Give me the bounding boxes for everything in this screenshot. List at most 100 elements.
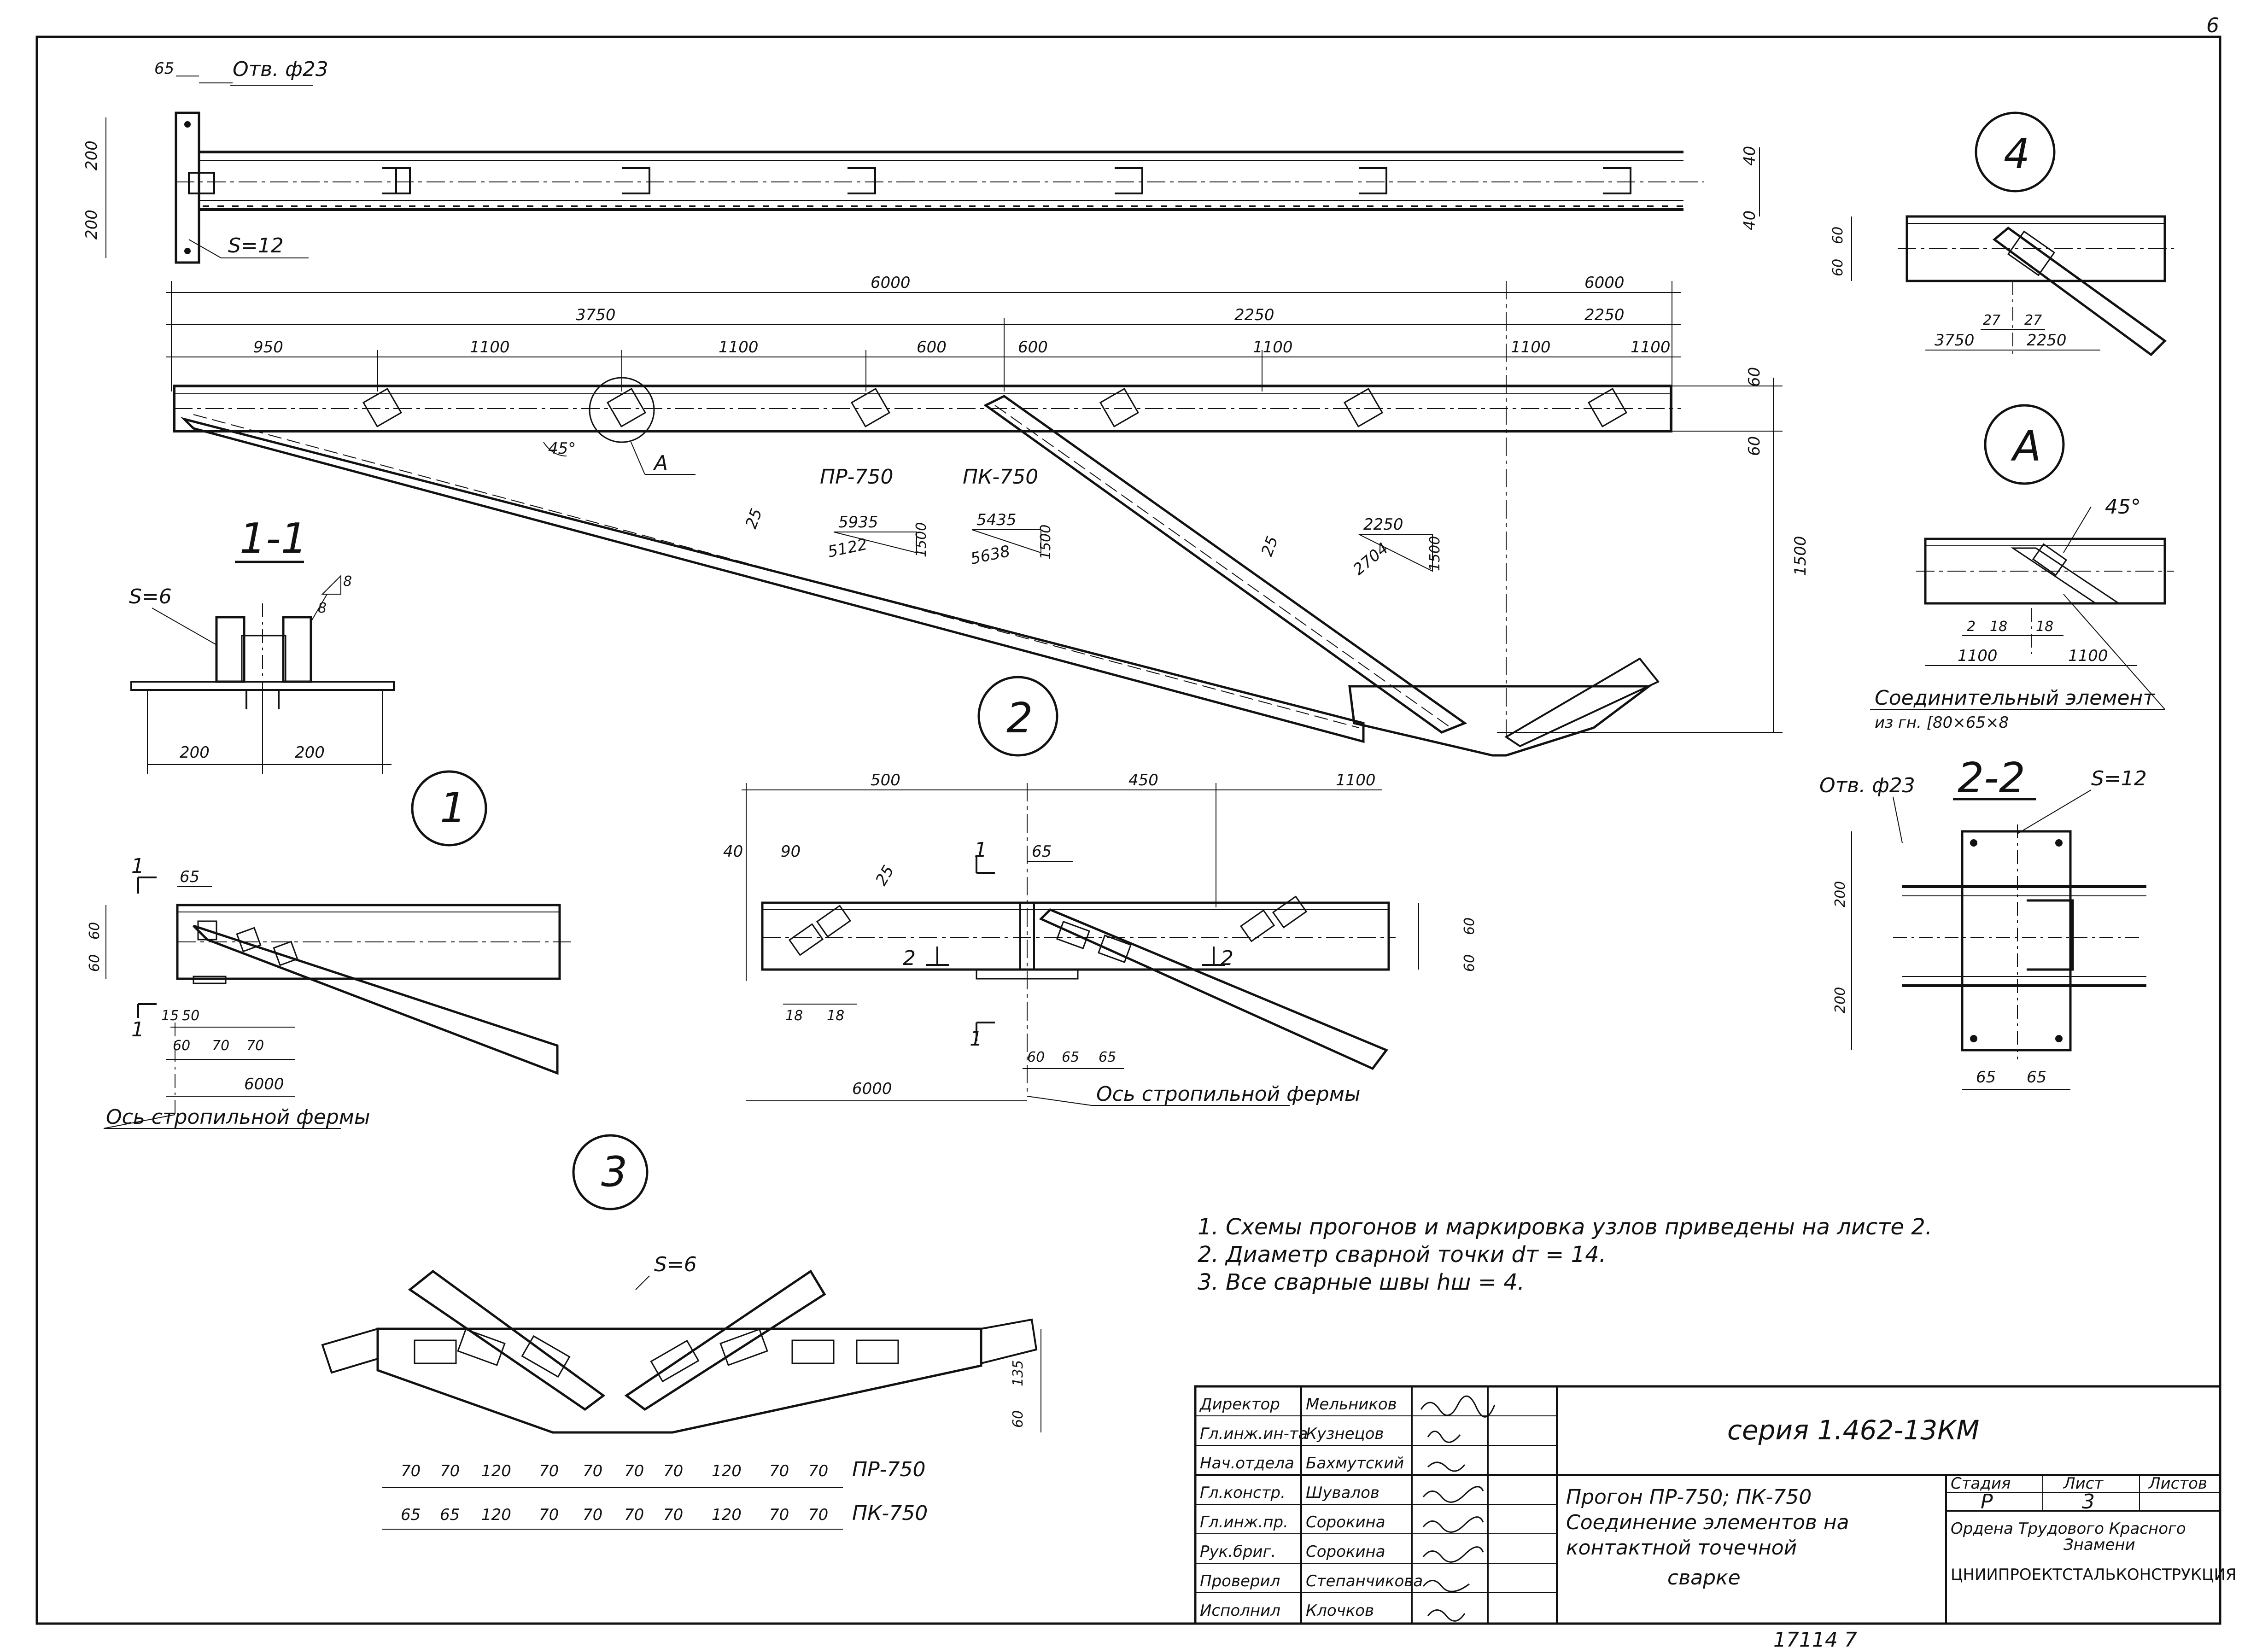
svg-text:65: 65 <box>2027 1068 2046 1087</box>
svg-text:Шувалов: Шувалов <box>1306 1484 1380 1502</box>
svg-text:65: 65 <box>154 59 174 78</box>
note-3: 3. Все сварные швы hш = 4. <box>1198 1269 1525 1295</box>
svg-text:1100: 1100 <box>1958 647 1998 665</box>
note-2: 2. Диаметр сварной точки dт = 14. <box>1198 1242 1606 1268</box>
svg-text:70: 70 <box>624 1462 644 1480</box>
svg-text:2250: 2250 <box>1234 306 1274 324</box>
svg-text:70: 70 <box>663 1462 683 1480</box>
svg-text:1100: 1100 <box>2068 647 2108 665</box>
signatures <box>1420 1395 1496 1622</box>
svg-text:Отв. ф23: Отв. ф23 <box>233 58 328 81</box>
top-plan-view: 65 200 200 40 40 Отв. ф23 S=12 <box>82 58 1760 264</box>
svg-text:200: 200 <box>1832 881 1848 907</box>
svg-text:1100: 1100 <box>1631 338 1671 356</box>
svg-text:18: 18 <box>827 1008 844 1024</box>
svg-text:Отв. ф23: Отв. ф23 <box>1819 774 1915 797</box>
svg-text:200: 200 <box>295 743 325 762</box>
section-1-1: 1-1 S=6 8 8 200 200 <box>129 514 395 774</box>
svg-text:2250: 2250 <box>2027 331 2067 350</box>
svg-text:8: 8 <box>318 600 327 616</box>
svg-text:2-2: 2-2 <box>1958 754 2025 802</box>
svg-text:Сорокина: Сорокина <box>1306 1543 1385 1561</box>
svg-text:15: 15 <box>161 1008 179 1024</box>
svg-text:120: 120 <box>712 1462 742 1480</box>
svg-text:Ось стропильной фермы: Ось стропильной фермы <box>106 1105 370 1129</box>
svg-text:65: 65 <box>440 1506 460 1524</box>
svg-text:6000: 6000 <box>244 1075 284 1093</box>
svg-text:1: 1 <box>131 1018 144 1041</box>
svg-text:500: 500 <box>871 771 900 789</box>
svg-text:70: 70 <box>212 1038 229 1054</box>
svg-text:65: 65 <box>1032 842 1052 861</box>
svg-text:Клочков: Клочков <box>1306 1601 1374 1620</box>
svg-text:1: 1 <box>974 838 987 862</box>
svg-text:1-1: 1-1 <box>240 514 307 563</box>
svg-text:Сорокина: Сорокина <box>1306 1513 1385 1531</box>
svg-text:200: 200 <box>82 210 101 240</box>
svg-text:60: 60 <box>1830 259 1846 276</box>
svg-text:3750: 3750 <box>576 306 616 324</box>
svg-text:S=6: S=6 <box>129 585 172 608</box>
svg-text:Прогон ПР-750; ПК-750: Прогон ПР-750; ПК-750 <box>1566 1485 1812 1509</box>
svg-text:2: 2 <box>1967 619 1976 635</box>
svg-text:Рук.бриг.: Рук.бриг. <box>1200 1543 1276 1561</box>
svg-text:65: 65 <box>1976 1068 1996 1087</box>
svg-text:1: 1 <box>131 854 144 878</box>
svg-text:70: 70 <box>401 1462 421 1480</box>
svg-text:S=12: S=12 <box>228 234 284 257</box>
svg-text:ПК-750: ПК-750 <box>852 1502 928 1525</box>
title-block: Директор Мельников Гл.инж.ин-та Кузнецов… <box>1194 1385 2237 1625</box>
svg-text:1100: 1100 <box>1336 771 1376 789</box>
node-1-detail: 1 1 1 65 60 60 15 50 60 70 70 6000 О <box>87 770 571 1129</box>
svg-text:серия 1.462-13КМ: серия 1.462-13КМ <box>1727 1414 1979 1446</box>
svg-text:5638: 5638 <box>969 542 1012 568</box>
svg-text:120: 120 <box>481 1462 511 1480</box>
section-2-2: 2-2 Отв. ф23 S=12 200 200 65 65 <box>1819 754 2147 1090</box>
svg-text:60: 60 <box>1010 1410 1026 1428</box>
svg-text:70: 70 <box>583 1506 602 1524</box>
svg-text:70: 70 <box>769 1462 789 1480</box>
svg-text:25: 25 <box>1258 534 1282 559</box>
svg-text:3750: 3750 <box>1935 331 1975 350</box>
svg-text:70: 70 <box>246 1038 264 1054</box>
svg-text:Степанчикова: Степанчикова <box>1306 1572 1423 1590</box>
svg-text:1100: 1100 <box>1253 338 1293 356</box>
svg-text:70: 70 <box>663 1506 683 1524</box>
svg-text:40: 40 <box>1741 210 1759 230</box>
svg-text:4: 4 <box>2004 130 2030 178</box>
svg-text:Исполнил: Исполнил <box>1200 1601 1280 1620</box>
svg-text:Р: Р <box>1981 1490 1993 1514</box>
svg-text:1500: 1500 <box>1427 536 1443 571</box>
general-notes: 1. Схемы прогонов и маркировка узлов при… <box>1198 1214 1932 1295</box>
note-1: 1. Схемы прогонов и маркировка узлов при… <box>1198 1214 1932 1240</box>
svg-text:120: 120 <box>712 1506 742 1524</box>
document-number: 17114 7 <box>1773 1628 1857 1648</box>
svg-text:5935: 5935 <box>838 513 878 532</box>
svg-text:2250: 2250 <box>1363 515 1403 534</box>
svg-text:90: 90 <box>781 842 801 861</box>
svg-text:1500: 1500 <box>1791 536 1810 576</box>
svg-text:60: 60 <box>173 1038 190 1054</box>
svg-text:Стадия: Стадия <box>1951 1474 2011 1493</box>
svg-text:60: 60 <box>87 954 103 972</box>
node-A-detail: А 45° 2 18 18 1100 1100 Соединительный э… <box>1870 404 2174 732</box>
svg-text:6000: 6000 <box>852 1080 892 1098</box>
svg-text:60: 60 <box>1745 436 1764 456</box>
svg-text:18: 18 <box>1990 619 2007 635</box>
node2-axis-line1: Ось стропильной фермы <box>1096 1082 1361 1106</box>
svg-text:3: 3 <box>2082 1490 2095 1514</box>
svg-text:70: 70 <box>539 1462 559 1480</box>
svg-text:Проверил: Проверил <box>1200 1572 1280 1590</box>
svg-text:8: 8 <box>343 573 352 590</box>
svg-text:450: 450 <box>1128 771 1158 789</box>
svg-text:Соединение элементов на: Соединение элементов на <box>1566 1511 1849 1534</box>
svg-text:18: 18 <box>785 1008 803 1024</box>
svg-text:Соединительный элемент: Соединительный элемент <box>1875 686 2155 710</box>
svg-text:6000: 6000 <box>871 274 911 292</box>
node-2-detail: 2 500 450 1100 40 90 25 65 1 1 <box>723 676 1478 1106</box>
svg-text:70: 70 <box>539 1506 559 1524</box>
svg-text:ПК-750: ПК-750 <box>963 465 1038 489</box>
svg-text:Ордена Трудового Красного: Ордена Трудового Красного <box>1951 1519 2186 1538</box>
svg-text:контактной точечной: контактной точечной <box>1566 1536 1797 1560</box>
